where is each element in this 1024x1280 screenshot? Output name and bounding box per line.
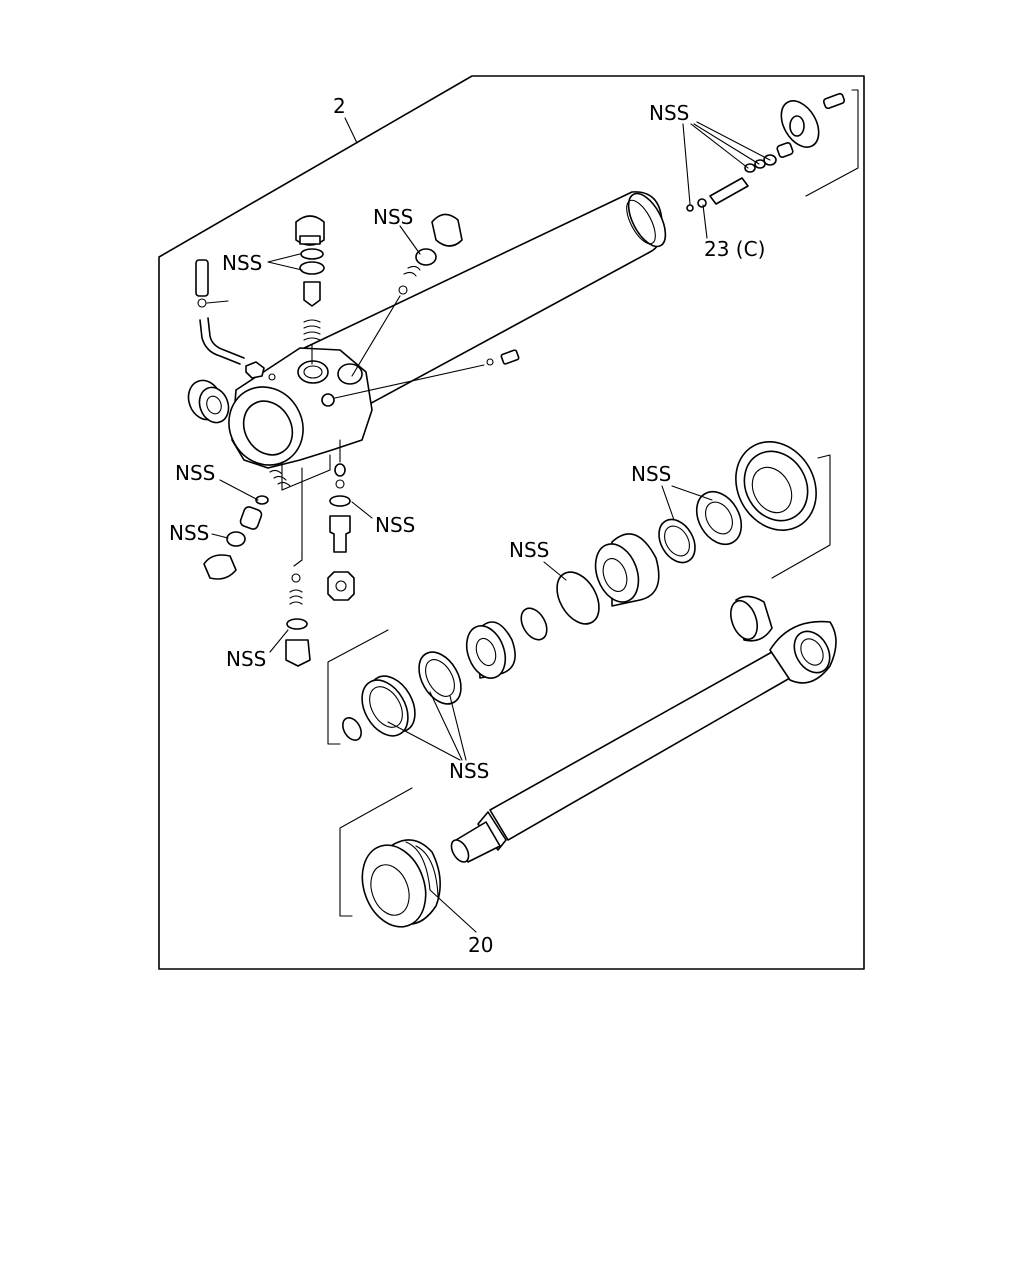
nss-label-o-ring: NSS [509,538,549,562]
nss-label-lower-left-1: NSS [175,461,215,485]
callout-23c: 23 (C) [704,237,765,261]
piston-seals [327,629,462,745]
piston-20 [339,787,441,928]
gland-o-ring [556,571,600,625]
relief-valve-stack [295,215,325,365]
leader-line [344,117,358,144]
rod-wiper-seals [658,490,743,564]
backup-ring [520,607,548,641]
nss-label-check-valve: NSS [373,205,413,229]
head-bushing [187,379,230,424]
piston-rod [450,620,837,863]
nss-label-lower-left-2: NSS [169,521,209,545]
piston-spacer [465,621,516,679]
lower-left-fittings [203,454,331,580]
side-fitting [334,349,520,399]
cylinder-gland [594,533,660,607]
lower-plug-stack [285,467,311,667]
nss-label-top-right: NSS [649,101,689,125]
callout-20: 20 [468,933,493,957]
lower-valve [327,439,355,601]
leader-lines [211,121,771,933]
nss-label-relief-valve: NSS [222,251,262,275]
check-valve [351,213,463,377]
nss-label-piston-seals: NSS [449,759,489,783]
diagram-frame [158,75,865,970]
nss-label-lower-valve: NSS [375,513,415,537]
nss-label-plug: NSS [226,647,266,671]
valve-assembly-23 [686,89,859,212]
cylinder-tube [299,191,667,421]
grease-pipe [195,259,276,381]
callout-2: 2 [333,94,346,118]
rod-eye-bushing [730,595,773,642]
cylinder-head-block [228,347,373,469]
nss-label-wiper: NSS [631,462,671,486]
gland-nut [735,441,831,579]
